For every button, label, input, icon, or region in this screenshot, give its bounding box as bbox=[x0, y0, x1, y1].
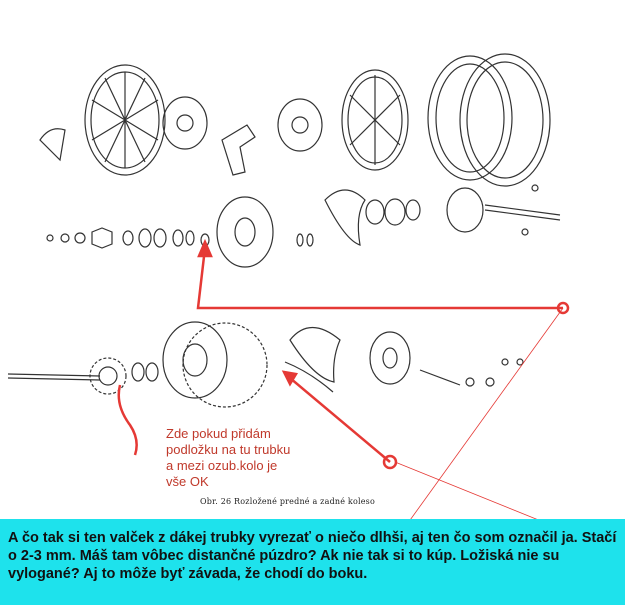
figure-caption: Obr. 26 Rozložené predné a zadné koleso bbox=[200, 497, 375, 506]
front-wheel-drawing bbox=[84, 64, 166, 176]
highlight-line-bottom bbox=[289, 377, 391, 463]
highlight-line-top bbox=[196, 247, 563, 310]
arrow-head-top bbox=[197, 238, 213, 258]
comment-note: A čo tak si ten valček z dákej trubky vy… bbox=[0, 519, 625, 605]
leader-line-to-bottom-marker bbox=[394, 461, 540, 520]
leader-line-to-top-marker bbox=[409, 307, 564, 520]
annotation-text: Zde pokud přidám podložku na tu trubku a… bbox=[166, 426, 291, 489]
rear-wheel-drawing bbox=[341, 69, 409, 171]
arrow-head-bottom bbox=[281, 370, 299, 387]
highlight-marker-top bbox=[556, 301, 570, 315]
exploded-wheel-diagram bbox=[7, 53, 570, 520]
pointer-curve bbox=[117, 384, 138, 456]
